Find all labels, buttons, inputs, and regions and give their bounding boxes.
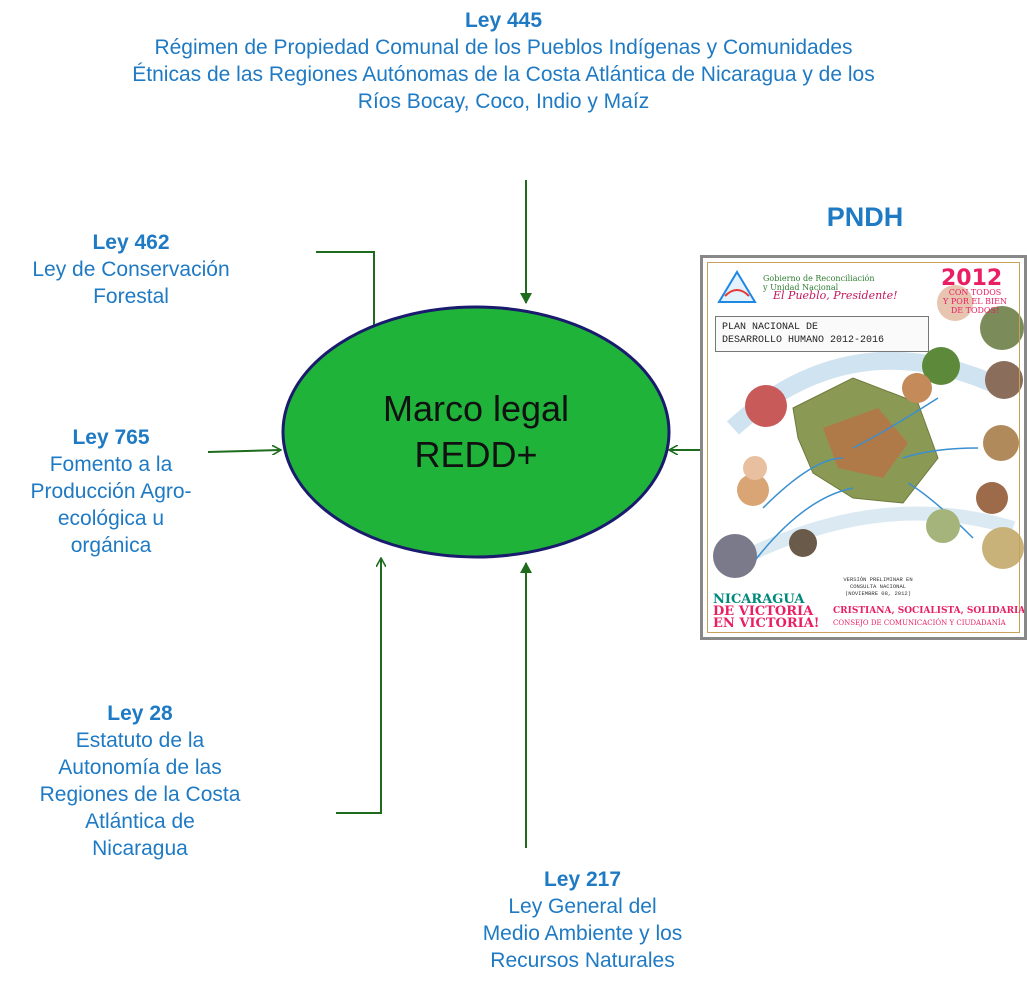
ley765-label: Ley 765 Fomento a la Producción Agro- ec… bbox=[0, 424, 222, 559]
center-line2: REDD+ bbox=[414, 434, 538, 475]
ley217-label: Ley 217 Ley General del Medio Ambiente y… bbox=[430, 866, 735, 974]
cover-gov: Gobierno de Reconciliación y Unidad Naci… bbox=[763, 274, 875, 292]
cover-nicaragua: NICARAGUA DE VICTORIA EN VICTORIA! bbox=[713, 592, 820, 631]
ley462-desc: Ley de Conservación Forestal bbox=[32, 258, 230, 308]
ley217-title: Ley 217 bbox=[543, 868, 622, 891]
pndh-title: PNDH bbox=[826, 202, 904, 232]
cover-artwork bbox=[713, 285, 1024, 578]
cover-year: 2012 bbox=[941, 266, 1003, 291]
ley462-label: Ley 462 Ley de Conservación Forestal bbox=[0, 229, 262, 310]
arrow-ley462 bbox=[316, 251, 374, 350]
cover-contodos: CON TODOS Y POR EL BIEN DE TODOS! bbox=[943, 288, 1007, 315]
cover-nic3: EN VICTORIA! bbox=[713, 616, 820, 631]
center-label: Marco legal REDD+ bbox=[282, 307, 670, 557]
ley28-title: Ley 28 bbox=[107, 702, 173, 725]
cover-nic2: DE VICTORIA bbox=[713, 604, 814, 619]
ley28-label: Ley 28 Estatuto de la Autonomía de las R… bbox=[0, 700, 280, 862]
cover-plan-title: PLAN NACIONAL DE DESARROLLO HUMANO 2012-… bbox=[715, 316, 929, 352]
ley217-desc: Ley General del Medio Ambiente y los Rec… bbox=[482, 895, 683, 972]
ley462-title: Ley 462 bbox=[92, 231, 170, 254]
cover-csol: CRISTIANA, SOCIALISTA, SOLIDARIA! bbox=[833, 606, 1027, 616]
cover-frame bbox=[707, 262, 1020, 633]
ley765-title: Ley 765 bbox=[72, 426, 150, 449]
ley445-title: Ley 445 bbox=[464, 9, 543, 32]
ley445-desc: Régimen de Propiedad Comunal de los Pueb… bbox=[132, 36, 875, 113]
cover-consejo: CONSEJO DE COMUNICACIÓN Y CIUDADANÍA bbox=[833, 619, 1006, 627]
ley445-label: Ley 445 Régimen de Propiedad Comunal de … bbox=[20, 7, 987, 115]
cover-slogan: El Pueblo, Presidente! bbox=[773, 289, 898, 302]
triangle-logo-icon bbox=[717, 270, 757, 303]
arrow-ley765 bbox=[207, 450, 280, 452]
center-ellipse bbox=[281, 305, 671, 559]
ley28-desc: Estatuto de la Autonomía de las Regiones… bbox=[39, 729, 241, 860]
cover-prelim: VERSIÓN PRELIMINAR EN CONSULTA NACIONAL … bbox=[843, 576, 913, 597]
center-line1: Marco legal bbox=[382, 388, 570, 429]
ley765-desc: Fomento a la Producción Agro- ecológica … bbox=[30, 453, 192, 557]
cover-nic1: NICARAGUA bbox=[713, 592, 805, 607]
arrow-ley28 bbox=[336, 559, 381, 814]
pndh-cover-image: Gobierno de Reconciliación y Unidad Naci… bbox=[700, 255, 1027, 640]
